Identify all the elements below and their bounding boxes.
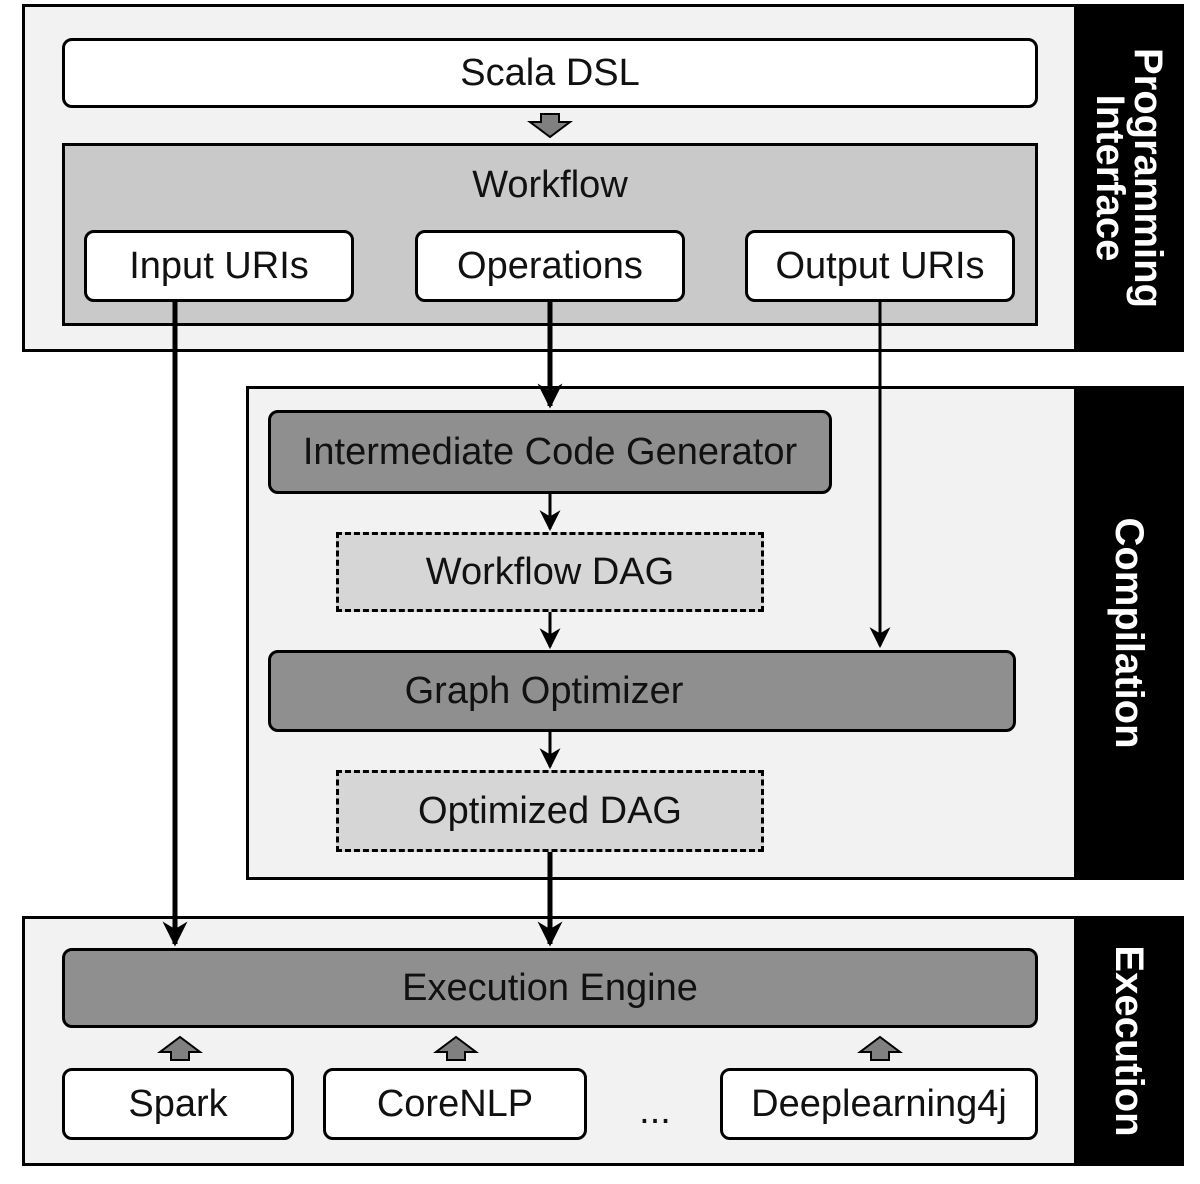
block-arrow-up-icon: [157, 1035, 203, 1061]
workflow-dag-label: Workflow DAG: [425, 550, 675, 593]
corenlp-label: CoreNLP: [376, 1082, 534, 1125]
execution-engine-box: Execution Engine: [62, 948, 1038, 1028]
intermediate-code-generator-box: Intermediate Code Generator: [268, 410, 832, 494]
scala-dsl-label: Scala DSL: [460, 51, 640, 94]
block-arrow-up-icon: [857, 1035, 903, 1061]
output-uris-label: Output URIs: [775, 244, 985, 287]
spark-label: Spark: [128, 1082, 228, 1125]
scala-dsl-box: Scala DSL: [62, 38, 1038, 108]
execution-label-bar: Execution: [1074, 916, 1184, 1166]
deeplearning4j-box: Deeplearning4j: [720, 1068, 1038, 1140]
operations-box: Operations: [415, 230, 685, 302]
graph-optimizer-box: Graph Optimizer: [268, 650, 1016, 732]
execution-engine-label: Execution Engine: [402, 966, 698, 1009]
workflow-dag-box: Workflow DAG: [336, 532, 764, 612]
spark-box: Spark: [62, 1068, 294, 1140]
optimized-dag-label: Optimized DAG: [418, 789, 682, 832]
operations-label: Operations: [457, 244, 643, 287]
block-arrow-down-icon: [527, 113, 573, 139]
compilation-label-bar: Compilation: [1074, 386, 1184, 880]
ellipsis-label: ...: [639, 1090, 671, 1132]
workflow-title: Workflow: [472, 164, 628, 206]
deeplearning4j-label: Deeplearning4j: [751, 1082, 1007, 1125]
input-uris-box: Input URIs: [84, 230, 354, 302]
optimized-dag-box: Optimized DAG: [336, 770, 764, 852]
block-arrow-up-icon: [433, 1035, 479, 1061]
graph-optimizer-label: Graph Optimizer: [404, 669, 684, 712]
intermediate-code-generator-label: Intermediate Code Generator: [302, 430, 798, 473]
input-uris-label: Input URIs: [129, 244, 309, 287]
programming-interface-label-bar: Programming Interface: [1074, 4, 1184, 352]
corenlp-box: CoreNLP: [323, 1068, 587, 1140]
output-uris-box: Output URIs: [745, 230, 1015, 302]
